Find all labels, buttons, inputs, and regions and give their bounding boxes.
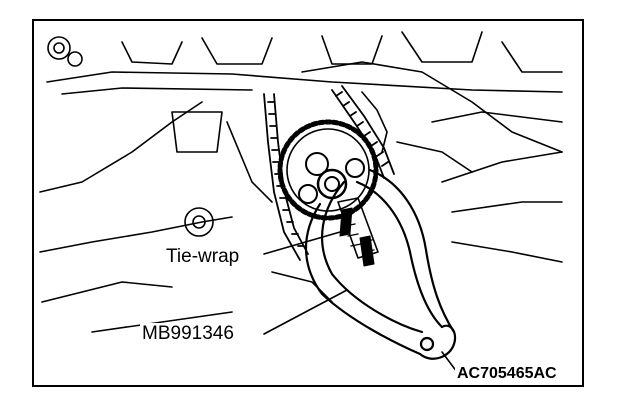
figure-frame <box>32 19 584 387</box>
tie-wrap-leader <box>263 229 348 255</box>
tie-wrap-label: Tie-wrap <box>164 246 242 268</box>
figure-code: AC705465AC <box>455 365 559 383</box>
camshaft-sprocket <box>277 119 379 221</box>
tool-number-label: MB991346 <box>140 323 236 345</box>
engine-line-drawing <box>39 31 563 373</box>
special-tool <box>305 168 458 373</box>
engine-block-outline <box>39 31 563 333</box>
tool-leader <box>263 289 348 335</box>
